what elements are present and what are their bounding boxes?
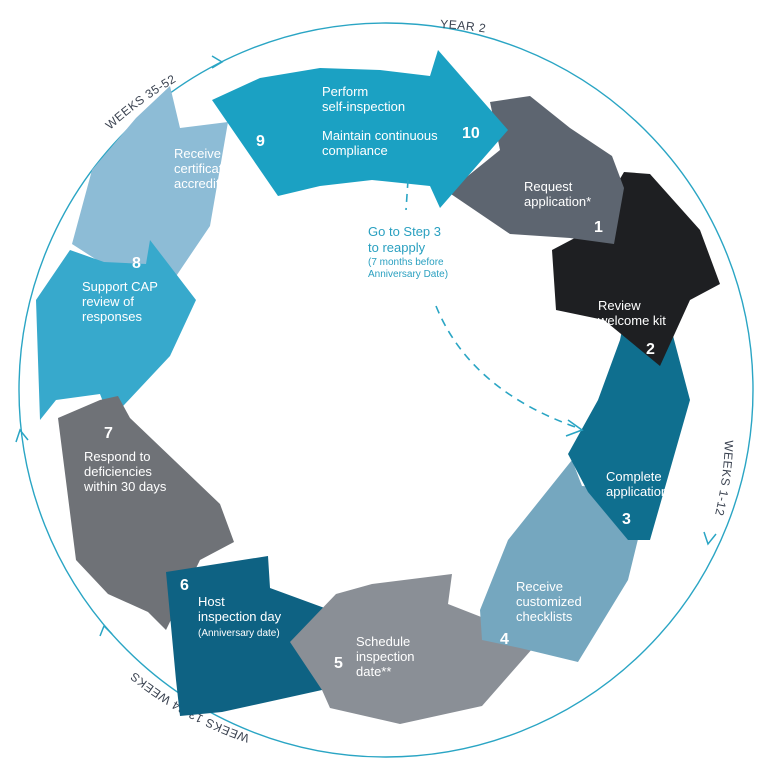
step-6-subtext: (Anniversary date) — [198, 628, 280, 639]
step-1-number: 1 — [594, 219, 603, 236]
step-1-label: Request application* 1 — [524, 179, 603, 236]
step-1-arrow — [448, 96, 624, 244]
step-10-text-4: compliance — [322, 143, 388, 158]
step-3-label: Complete application 3 — [606, 469, 668, 528]
step-8-text-1: Support CAP — [82, 279, 158, 294]
outer-cycle-ring — [18, 22, 754, 758]
reapply-line-2: to reapply — [368, 240, 426, 255]
step-4-number: 4 — [500, 631, 509, 648]
step-7-number: 7 — [104, 425, 113, 442]
ring-arrow-icon — [99, 624, 113, 637]
step-2-text-2: welcome kit — [597, 313, 666, 328]
step-3-text-2: application — [606, 484, 668, 499]
step-9-text-2: certificate of — [174, 161, 244, 176]
step-1-text-2: application* — [524, 194, 591, 209]
step-8-text-3: responses — [82, 309, 142, 324]
step-2-number: 2 — [646, 341, 655, 358]
step-7-text-2: deficiencies — [84, 464, 152, 479]
reapply-line-4: Anniversary Date) — [368, 269, 448, 280]
step-4-text-3: checklists — [516, 609, 573, 624]
step-9-arrow — [72, 86, 228, 300]
step-4-text-1: Receive — [516, 579, 563, 594]
step-10-text-1: Perform — [322, 84, 368, 99]
step-4-text-2: customized — [516, 594, 582, 609]
step-5-arrow — [290, 574, 540, 724]
reapply-note: Go to Step 3 to reapply (7 months before… — [368, 224, 448, 280]
step-2-arrow — [552, 172, 720, 366]
phase-label-weeks-1-12: WEEKS 1-12 — [712, 440, 736, 518]
step-3-text-1: Complete — [606, 469, 662, 484]
step-2-label: Review welcome kit 2 — [597, 298, 666, 358]
reapply-line-3: (7 months before — [368, 257, 444, 268]
step-9-text-1: Receive — [174, 146, 221, 161]
step-10-text-2: self-inspection — [322, 99, 405, 114]
step-10-label: Perform self-inspection Maintain continu… — [322, 84, 480, 158]
step-5-text-1: Schedule — [356, 634, 410, 649]
phase-label-year2: YEAR 2 — [440, 17, 487, 36]
step-6-text-1: Host — [198, 594, 225, 609]
reapply-line-1: Go to Step 3 — [368, 224, 441, 239]
step-10-number: 10 — [462, 125, 480, 142]
step-5-label: Schedule inspection date** 5 — [334, 634, 415, 679]
step-8-number: 8 — [132, 255, 141, 272]
step-7-text-1: Respond to — [84, 449, 151, 464]
ring-arrow-icon — [703, 531, 717, 546]
step-9-number: 9 — [256, 133, 265, 150]
step-6-number: 6 — [180, 577, 189, 594]
step-6-label: 6 Host inspection day (Anniversary date) — [180, 577, 282, 639]
step-10-text-3: Maintain continuous — [322, 128, 438, 143]
reapply-dashed-arrow — [405, 179, 579, 429]
step-5-text-3: date** — [356, 664, 391, 679]
step-4-label: Receive customized checklists 4 — [500, 579, 582, 648]
step-5-number: 5 — [334, 655, 343, 672]
step-10-arrow — [212, 50, 508, 208]
step-2-text-1: Review — [598, 298, 641, 313]
step-7-label: 7 Respond to deficiencies within 30 days — [83, 425, 167, 494]
step-8-label: 8 Support CAP review of responses — [82, 255, 158, 324]
step-9-label: 9 Receive certificate of accreditation — [174, 133, 265, 191]
step-6-arrow — [166, 556, 356, 716]
ring-arrow-icon — [211, 55, 224, 69]
step-5-text-2: inspection — [356, 649, 415, 664]
step-9-text-3: accreditation — [174, 176, 248, 191]
step-3-number: 3 — [622, 511, 631, 528]
step-8-arrow — [36, 240, 196, 420]
step-6-text-2: inspection day — [198, 609, 282, 624]
reapply-arrowhead-icon — [565, 419, 584, 437]
step-1-text-1: Request — [524, 179, 573, 194]
step-8-text-2: review of — [82, 294, 134, 309]
ring-arrow-icon — [15, 428, 29, 443]
step-7-text-3: within 30 days — [83, 479, 167, 494]
